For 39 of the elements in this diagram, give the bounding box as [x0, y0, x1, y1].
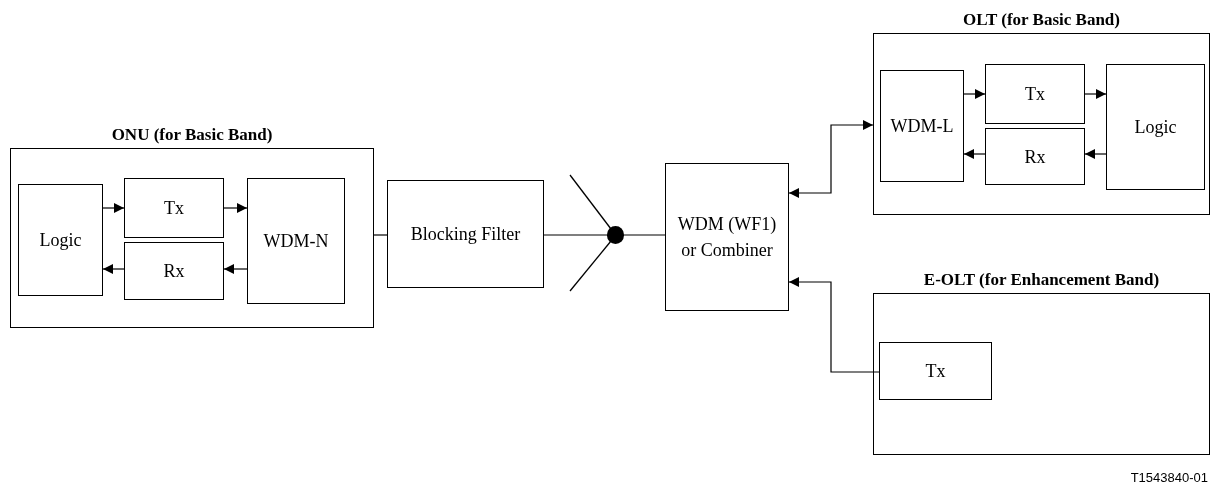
block-box: [247, 178, 345, 304]
block-box: [387, 180, 544, 288]
connector-line: [543, 234, 608, 236]
block-box: [985, 64, 1085, 124]
block-box: [985, 128, 1085, 185]
connector-arrow: [223, 264, 248, 274]
block-label: Logic: [38, 229, 83, 252]
connector-arrow: [963, 149, 986, 159]
block-label: Tx: [924, 360, 947, 383]
unit-title: OLT (for Basic Band): [963, 9, 1120, 31]
block-label: WDM-L: [889, 115, 955, 138]
figure-number: T1543840-01: [1130, 469, 1208, 487]
connector-arrow: [1084, 89, 1107, 99]
block-label: Tx: [1024, 83, 1046, 106]
connector-arrow: [102, 264, 125, 274]
block-box: [124, 242, 224, 300]
connector-line: [623, 234, 666, 236]
connector-arrow: [963, 89, 986, 99]
connector-arrow: [223, 203, 248, 213]
block-box: [18, 184, 103, 296]
block-box: [1106, 64, 1205, 190]
connector-arrow: [102, 203, 125, 213]
block-box: [124, 178, 224, 238]
block-label: Logic: [1133, 116, 1178, 139]
connector-arrow: [788, 277, 880, 373]
block-label: Rx: [162, 260, 186, 283]
connector-arrow: [788, 120, 874, 198]
block-box: [880, 70, 964, 182]
block-label: Rx: [1023, 145, 1047, 169]
block-label: Blocking Filter: [409, 223, 522, 246]
connector-arrow: [1084, 149, 1107, 159]
block-label: Tx: [163, 197, 185, 220]
block-label: WDM (WF1) or Combiner: [676, 213, 778, 262]
block-label: WDM-N: [262, 230, 330, 253]
unit-title: ONU (for Basic Band): [111, 124, 273, 146]
block-box: [665, 163, 789, 311]
block-box: [879, 342, 992, 400]
connector-line: [373, 234, 388, 236]
unit-title: E-OLT (for Enhancement Band): [923, 269, 1160, 291]
